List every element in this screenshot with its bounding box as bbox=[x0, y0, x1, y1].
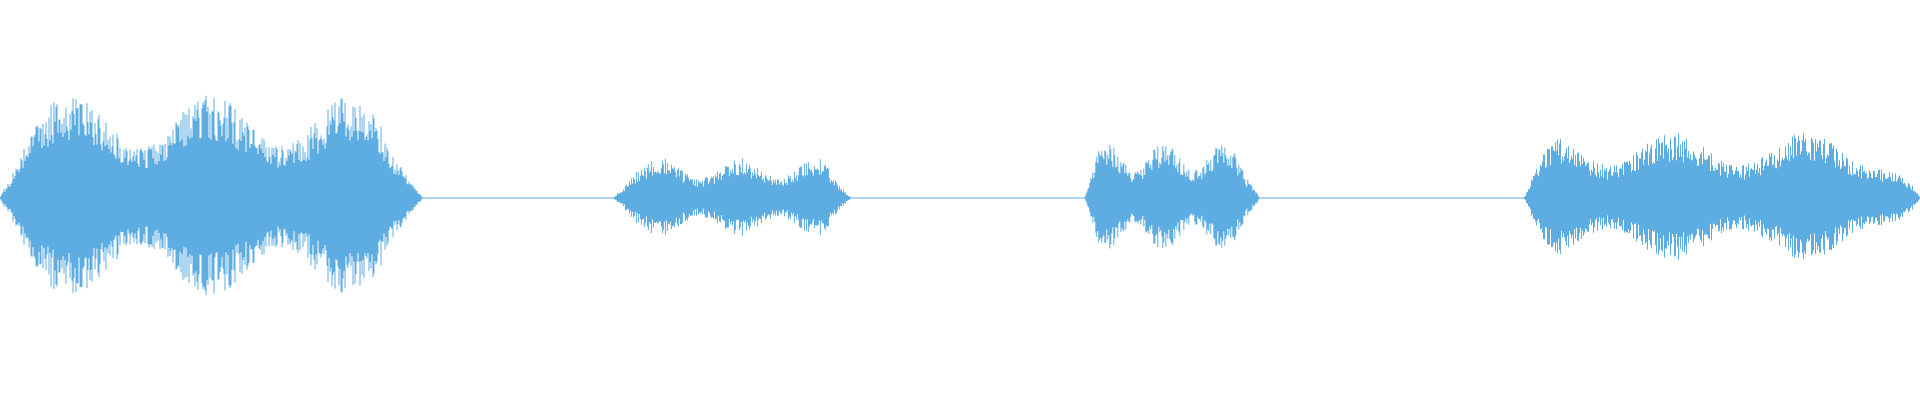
waveform-segment-6 bbox=[1524, 133, 1920, 260]
waveform-bars bbox=[0, 95, 1920, 296]
waveform-segment-4 bbox=[1084, 144, 1260, 249]
waveform-segment-2 bbox=[613, 158, 851, 236]
waveform-segment-0 bbox=[0, 95, 423, 296]
